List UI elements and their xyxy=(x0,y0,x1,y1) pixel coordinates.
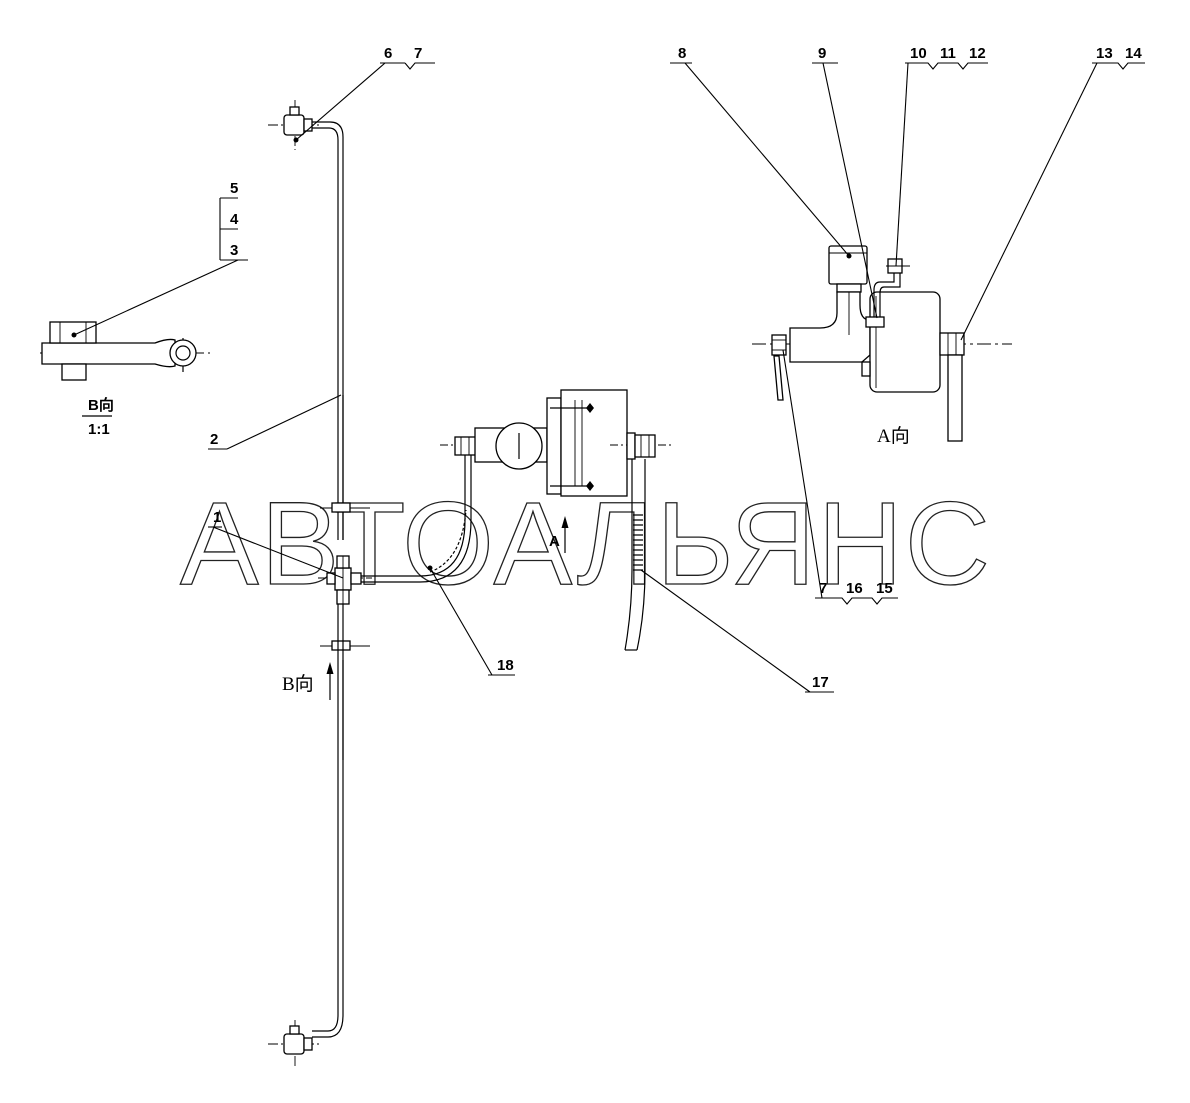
watermark-text: АВТОАЛЬЯНС xyxy=(180,478,992,610)
callout-15: 15 xyxy=(876,580,893,597)
callout-1: 1 xyxy=(213,509,221,526)
section-b-label: B向 xyxy=(88,396,114,414)
vertical-tube-assembly: B向 6 7 2 1 xyxy=(208,45,435,1068)
callout-6: 6 xyxy=(384,45,392,62)
view-a-arrow-label: A xyxy=(549,533,560,550)
callout-11: 11 xyxy=(940,45,956,62)
callout-4: 4 xyxy=(230,211,239,228)
section-b-scale: 1:1 xyxy=(88,421,110,438)
callout-18: 18 xyxy=(497,657,514,674)
callout-3: 3 xyxy=(230,242,238,259)
callout-12: 12 xyxy=(969,45,986,62)
callout-17: 17 xyxy=(812,674,829,691)
callout-8: 8 xyxy=(678,45,686,62)
callout-16: 16 xyxy=(846,580,863,597)
view-a-title: A向 xyxy=(877,425,910,447)
callout-7-top: 7 xyxy=(414,45,422,62)
callout-14: 14 xyxy=(1125,45,1142,62)
view-b-arrow-label: B向 xyxy=(282,673,314,695)
callout-7-bottom: 7 xyxy=(819,580,827,597)
callout-5: 5 xyxy=(230,180,238,197)
detail-view-b: 5 4 3 B向 1:1 xyxy=(40,180,248,438)
callout-10: 10 xyxy=(910,45,927,62)
callout-13: 13 xyxy=(1096,45,1113,62)
callout-9: 9 xyxy=(818,45,826,62)
center-valve-assembly: A 18 17 xyxy=(361,389,834,693)
view-a-assembly: A向 8 9 10 11 12 13 14 7 16 15 xyxy=(670,45,1145,605)
callout-2: 2 xyxy=(210,431,218,448)
